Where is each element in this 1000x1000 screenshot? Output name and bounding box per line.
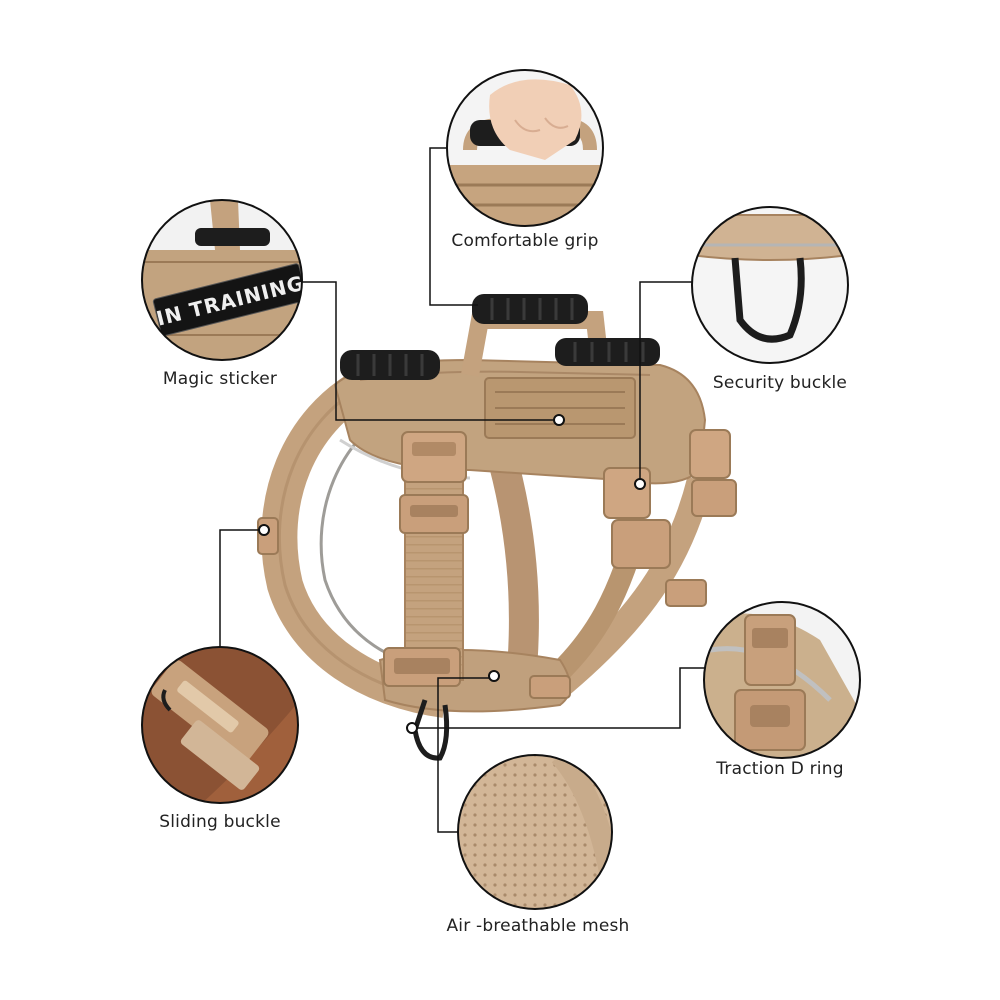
callout-dots <box>258 414 646 734</box>
label-traction-d-ring: Traction D ring <box>716 759 844 779</box>
sliding-buckle <box>257 517 279 555</box>
right-handle <box>555 338 660 366</box>
label-magic-sticker: Magic sticker <box>162 369 278 389</box>
harness <box>257 294 737 761</box>
label-comfortable-grip: Comfortable grip <box>451 231 599 251</box>
d-ring-icon <box>691 206 849 364</box>
traction-buckle-icon <box>703 601 861 759</box>
label-security-buckle: Security buckle <box>712 373 848 393</box>
label-sliding-buckle: Sliding buckle <box>159 812 281 832</box>
hand-grip-icon <box>446 69 604 227</box>
top-handle <box>472 294 588 324</box>
patch-icon: IN TRAINING <box>141 199 303 361</box>
buckle-icon <box>141 646 299 804</box>
left-handle <box>340 350 440 380</box>
traction-d-ring <box>412 699 450 761</box>
mesh-icon <box>457 754 613 910</box>
callout-lines <box>219 147 705 833</box>
front-buckle <box>399 431 469 534</box>
label-air-breathable-mesh: Air -breathable mesh <box>446 916 630 936</box>
